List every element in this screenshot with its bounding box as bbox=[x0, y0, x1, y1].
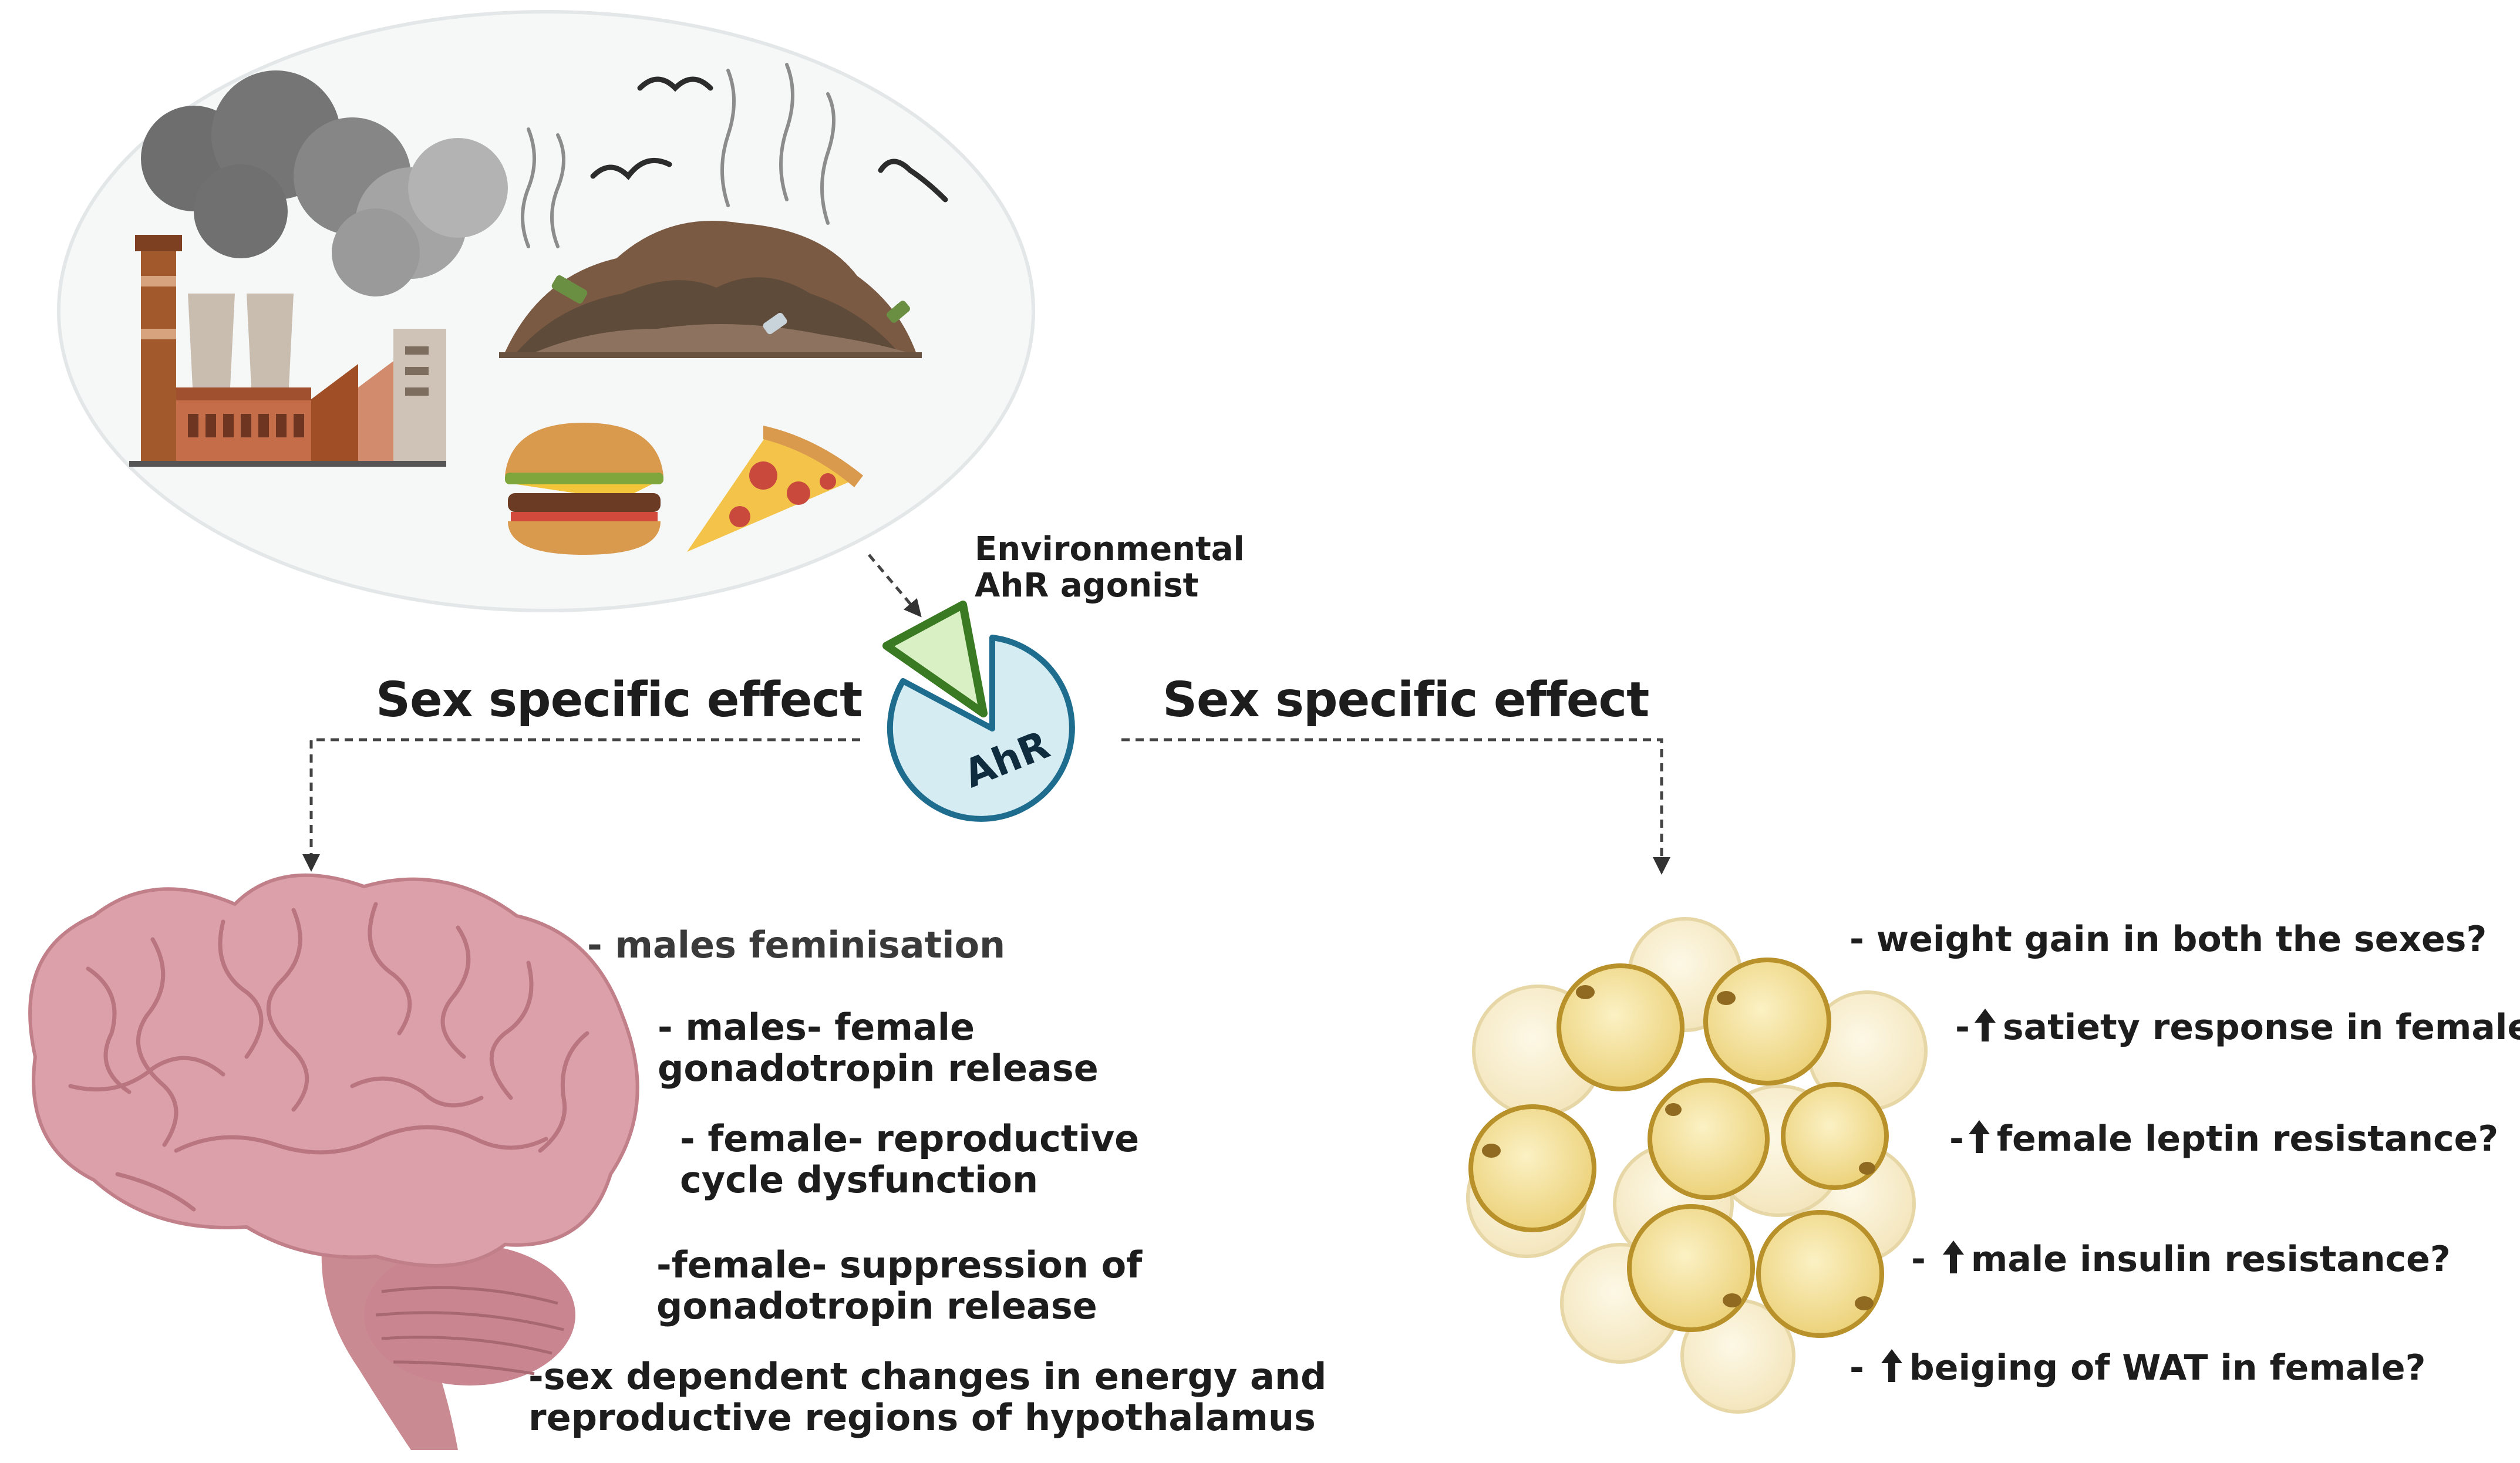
left-connector bbox=[302, 738, 860, 872]
effect-text: male insulin resistance? bbox=[1970, 1239, 2451, 1280]
brain-effect-line: -female- suppression of bbox=[656, 1243, 1143, 1286]
factory-icon bbox=[129, 235, 446, 467]
adipose-effect-item: - weight gain in both the sexes? bbox=[1849, 919, 2487, 960]
brain-effect-line: - female- reproductive bbox=[680, 1117, 1140, 1160]
up-arrow-icon bbox=[1974, 1009, 1996, 1041]
brain-effect-item: - males feminisation bbox=[587, 925, 1005, 966]
agonist-label-line: AhR agonist bbox=[975, 567, 1199, 605]
adipose-effect-item: - male insulin resistance? bbox=[1911, 1239, 2451, 1280]
adipose-effect-item: -satiety response in female? bbox=[1955, 1007, 2520, 1048]
brain-icon bbox=[28, 873, 639, 1450]
effect-prefix: - bbox=[1849, 919, 1876, 960]
burger-icon bbox=[505, 423, 663, 555]
up-arrow-icon bbox=[1942, 1240, 1964, 1273]
adipose-effect-item: - beiging of WAT in female? bbox=[1849, 1347, 2425, 1388]
brain-effect-line: gonadotropin release bbox=[658, 1047, 1099, 1090]
brain-effect-line: reproductive regions of hypothalamus bbox=[528, 1396, 1316, 1439]
agonist-label-line: Environmental bbox=[975, 530, 1245, 568]
effect-prefix: - bbox=[1955, 1007, 1970, 1048]
adipose-effect-item: -female leptin resistance? bbox=[1949, 1118, 2498, 1159]
effect-text: weight gain in both the sexes? bbox=[1876, 919, 2487, 960]
brain-effect-line: gonadotropin release bbox=[656, 1285, 1097, 1327]
up-arrow-icon bbox=[1881, 1349, 1902, 1382]
effect-prefix: - bbox=[1911, 1239, 1938, 1280]
effect-text: satiety response in female? bbox=[2002, 1007, 2520, 1048]
up-arrow-icon bbox=[1968, 1120, 1990, 1153]
brain-effect-line: - males- female bbox=[658, 1006, 975, 1049]
effect-text: female leptin resistance? bbox=[1996, 1118, 2499, 1159]
brain-effect-item: -female- suppression of gonadotropin rel… bbox=[656, 1245, 1142, 1327]
brain-effect-line: -sex dependent changes in energy and bbox=[528, 1355, 1327, 1398]
brain-effect-line: - males feminisation bbox=[587, 923, 1006, 966]
agonist-label: Environmental AhR agonist bbox=[975, 531, 1245, 604]
right-heading: Sex specific effect bbox=[1163, 672, 1649, 728]
brain-effect-item: - female- reproductive cycle dysfunction bbox=[680, 1118, 1139, 1201]
agonist-ligand-icon bbox=[882, 601, 988, 717]
landfill-icon bbox=[499, 63, 948, 358]
brain-effect-line: cycle dysfunction bbox=[680, 1158, 1039, 1201]
ahr-receptor-icon bbox=[887, 635, 1075, 822]
right-connector bbox=[1121, 738, 1670, 875]
left-heading: Sex specific effect bbox=[376, 672, 863, 728]
brain-effect-item: - males- female gonadotropin release bbox=[658, 1007, 1099, 1089]
effect-text: beiging of WAT in female? bbox=[1909, 1347, 2426, 1388]
exposure-arrow bbox=[868, 554, 922, 618]
smoke-cloud-icon bbox=[141, 70, 508, 296]
pizza-icon bbox=[687, 426, 863, 552]
adipose-tissue-icon bbox=[1466, 917, 1928, 1414]
effect-prefix: - bbox=[1949, 1118, 1964, 1159]
effect-prefix: - bbox=[1849, 1347, 1876, 1388]
brain-effect-item: -sex dependent changes in energy and rep… bbox=[528, 1356, 1326, 1438]
